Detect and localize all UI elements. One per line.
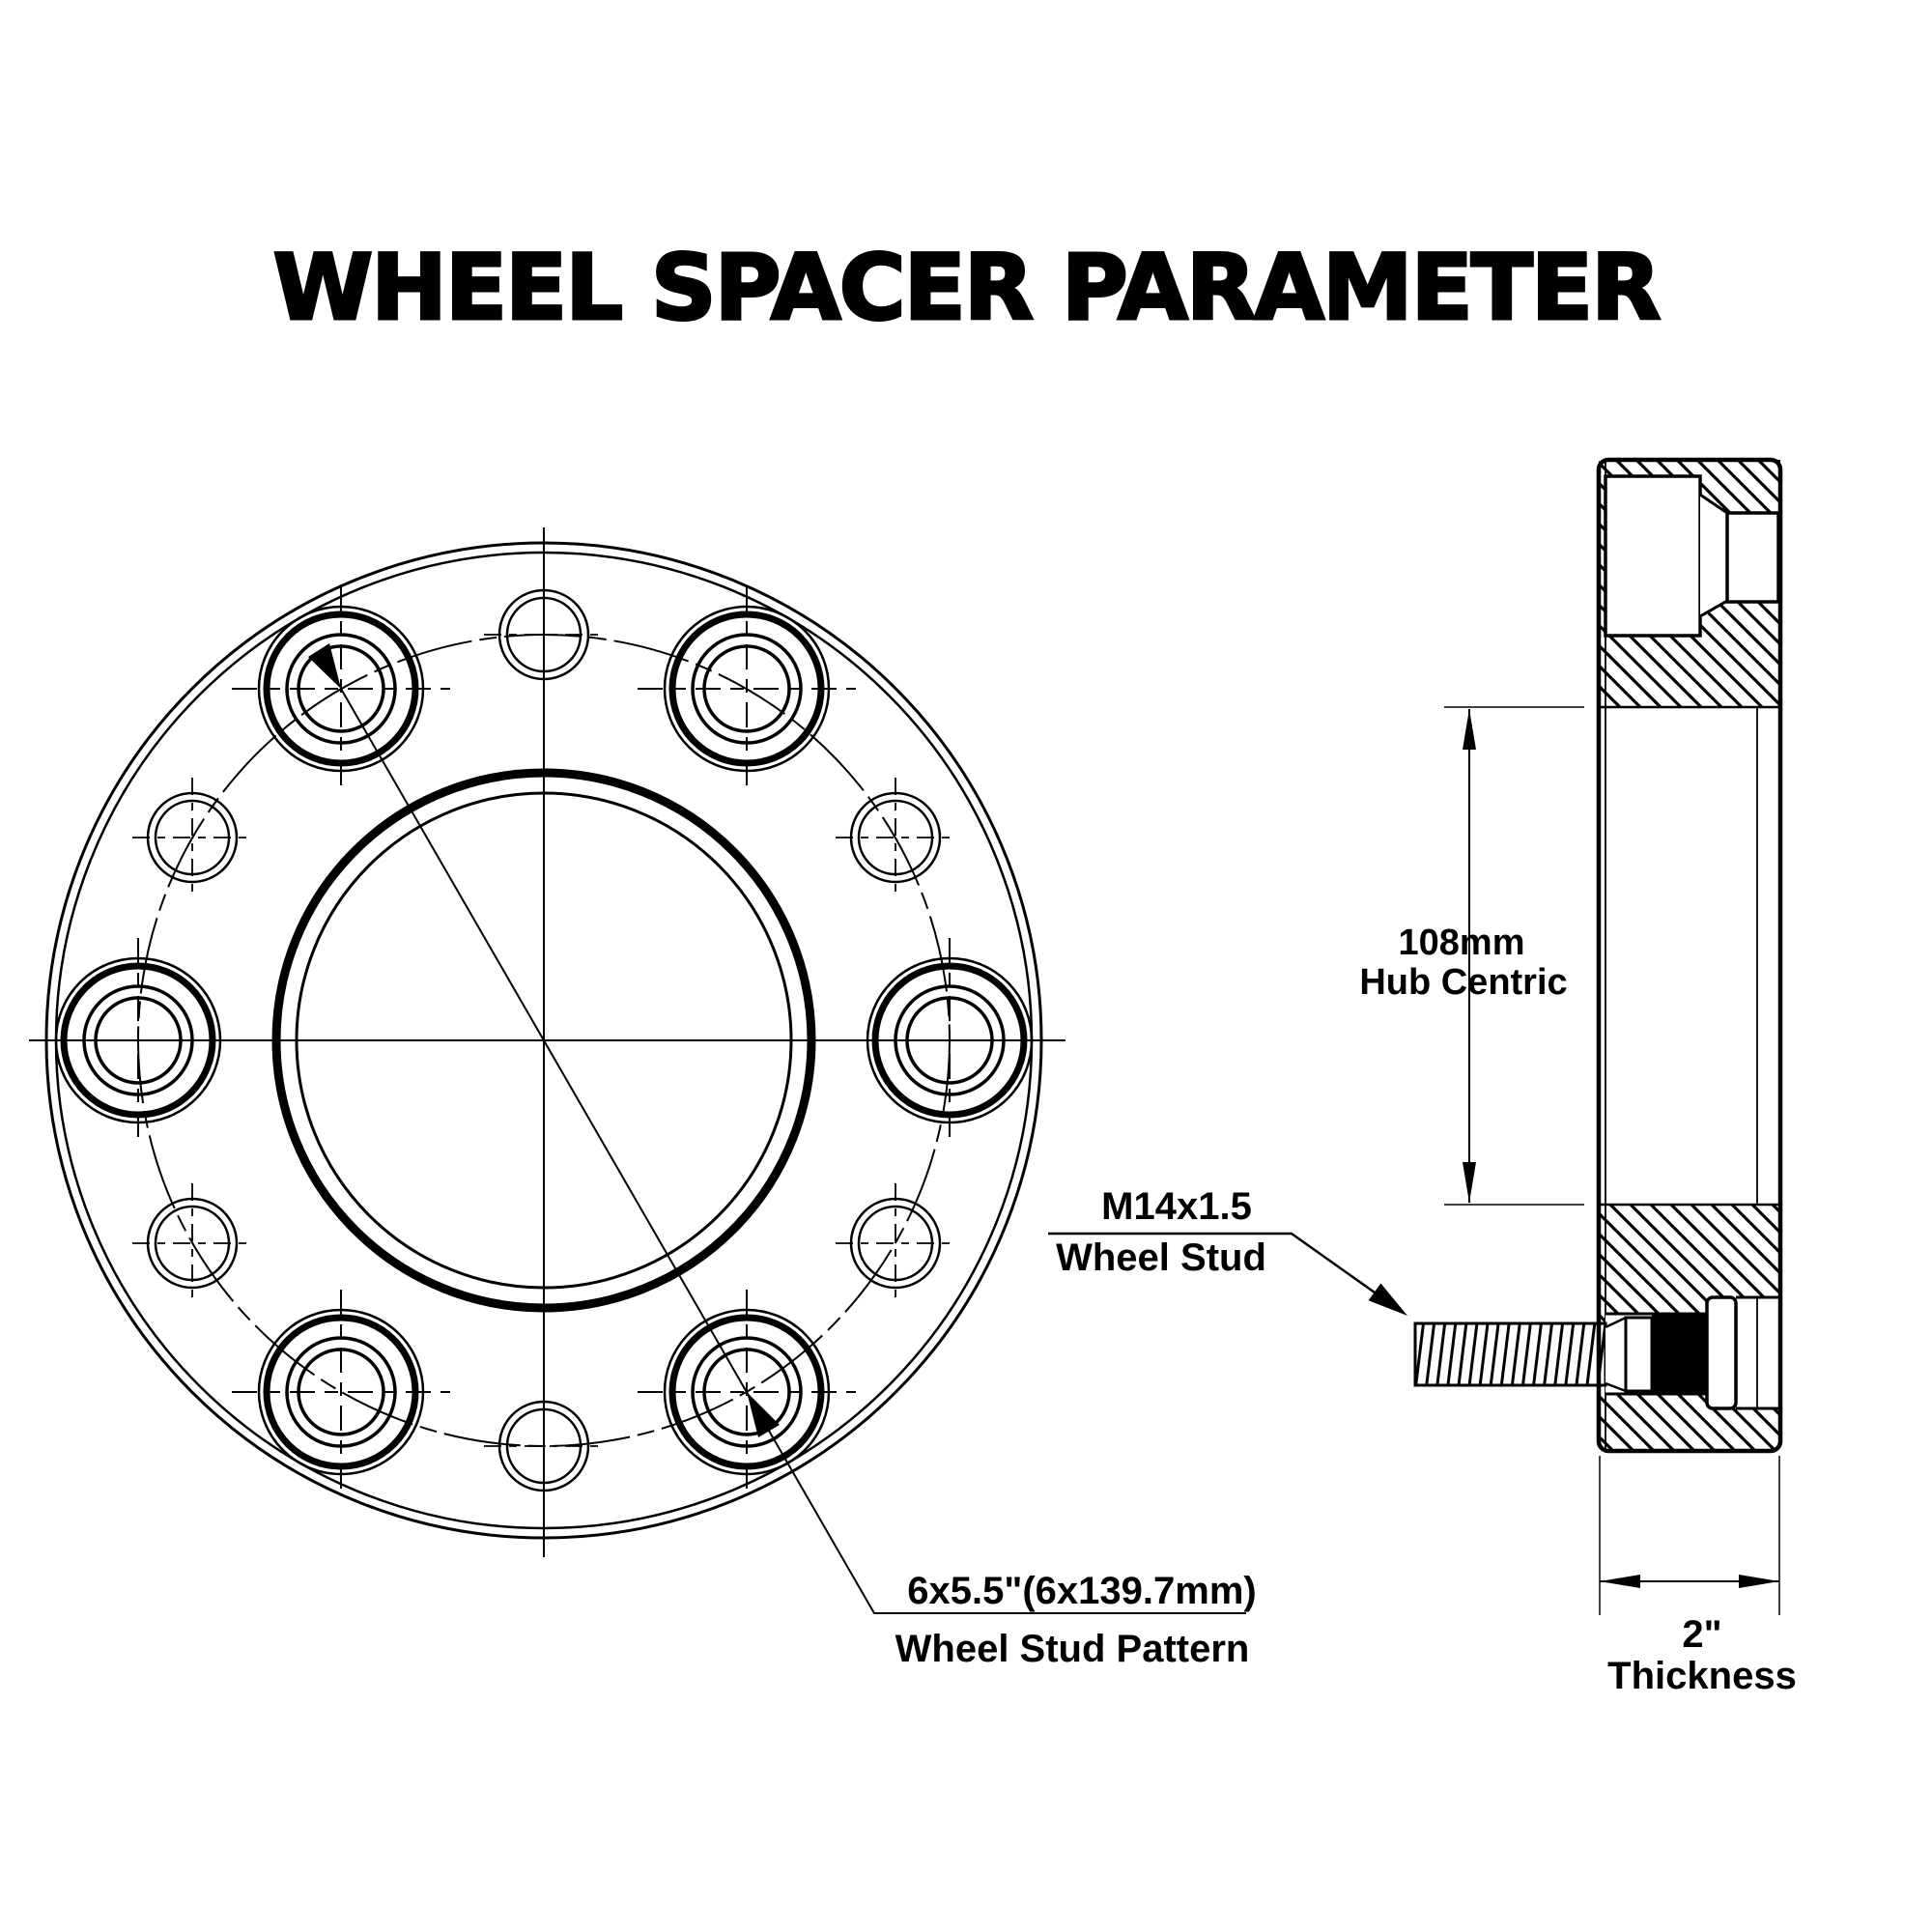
thread-runout	[1605, 1318, 1626, 1391]
wheel-stud-caption: Wheel Stud	[1056, 1236, 1266, 1279]
wheel-stud-thread	[1413, 1321, 1607, 1387]
side-view	[1413, 457, 1783, 1454]
thickness-value: 2"	[1682, 1613, 1721, 1656]
wheel-stud	[1413, 1295, 1738, 1410]
bolt-pattern-caption: Wheel Stud Pattern	[895, 1628, 1250, 1670]
stud-flange	[1705, 1295, 1738, 1410]
stud-hole	[29, 938, 247, 1143]
page-title: WHEEL SPACER PARAMETER	[272, 236, 1660, 341]
stud-shank	[1624, 1316, 1654, 1393]
stud-holes	[29, 586, 1059, 1494]
stud-hole	[232, 1290, 450, 1494]
pilot-holes	[132, 588, 955, 1492]
stud-hole	[840, 938, 1059, 1143]
thickness-dimension	[1599, 1456, 1780, 1615]
pilot-hole	[132, 1183, 252, 1303]
bolt-pattern-value: 6x5.5"(6x139.7mm)	[907, 1570, 1256, 1612]
hub-centric-label: 108mm Hub Centric	[1359, 923, 1567, 1003]
pilot-hole	[484, 588, 604, 681]
pilot-hole	[484, 1400, 604, 1492]
wheel-stud-value: M14x1.5	[1101, 1185, 1252, 1228]
hub-centric-dimension	[1444, 706, 1584, 1206]
thickness-label: 2" Thickness	[1607, 1613, 1797, 1697]
hub-centric-value: 108mm	[1399, 923, 1525, 963]
thickness-caption: Thickness	[1607, 1655, 1797, 1697]
leader-arrowhead	[747, 1392, 780, 1437]
center-bore	[271, 768, 816, 1313]
leader-arrowhead	[1368, 1283, 1407, 1316]
section-outline	[1596, 457, 1783, 1454]
wheel-stud-label: M14x1.5 Wheel Stud	[1048, 1185, 1407, 1316]
pilot-hole	[836, 1183, 955, 1303]
stud-hole	[638, 586, 856, 791]
leader-arrowhead	[308, 643, 341, 689]
stud-hole	[638, 1290, 856, 1494]
stud-spline	[1652, 1314, 1708, 1394]
pilot-hole	[836, 778, 955, 897]
hub-centric-caption: Hub Centric	[1359, 962, 1567, 1003]
front-view	[29, 527, 1246, 1614]
bolt-pattern-leader	[308, 643, 1246, 1614]
pilot-hole	[132, 778, 252, 897]
center-bore-inner	[295, 791, 793, 1290]
bolt-pattern-label: 6x5.5"(6x139.7mm) Wheel Stud Pattern	[895, 1570, 1257, 1670]
